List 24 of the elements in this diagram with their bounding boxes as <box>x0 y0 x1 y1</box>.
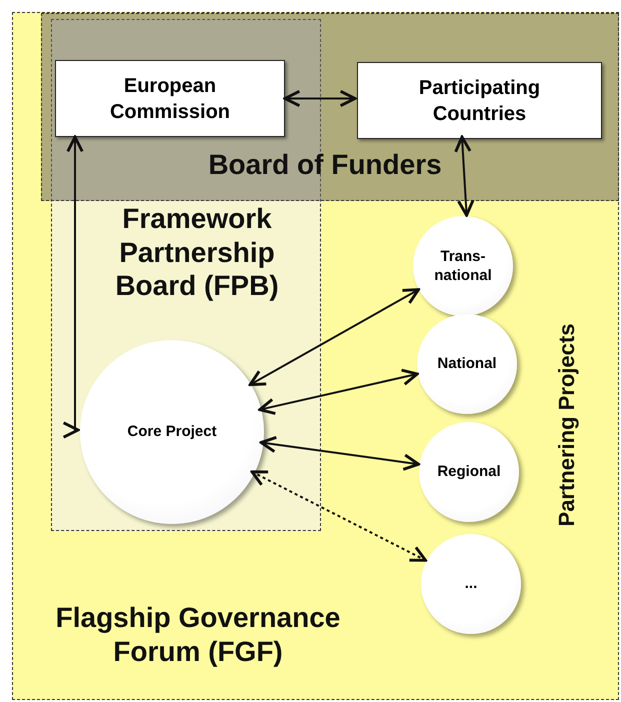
arrow <box>260 436 420 471</box>
group-title: Framework Partnership Board (FPB) <box>114 202 280 303</box>
circle-label: Trans-national <box>433 246 493 286</box>
box-label: European Commission <box>108 74 232 124</box>
group-title: Board of Funders <box>207 148 443 182</box>
circle-label: Regional <box>436 462 502 482</box>
process-box <box>357 62 602 139</box>
project-circle <box>413 216 513 316</box>
arrow <box>258 368 419 415</box>
circle-label: ... <box>464 574 478 594</box>
forum-region <box>12 12 619 700</box>
process-box <box>55 60 285 137</box>
arrow <box>454 136 474 217</box>
arrow <box>62 136 84 439</box>
side-label: Partnering Projects <box>554 322 580 528</box>
box-label: Participating Countries <box>418 76 542 126</box>
arrow <box>284 90 356 108</box>
arrow <box>248 288 420 386</box>
arrow <box>250 470 427 562</box>
circle-label: Core Project <box>127 422 217 442</box>
circle-label: National <box>436 354 498 374</box>
project-circle <box>417 314 517 414</box>
group-title: Flagship Governance Forum (FGF) <box>54 601 342 668</box>
project-circle <box>421 534 521 634</box>
